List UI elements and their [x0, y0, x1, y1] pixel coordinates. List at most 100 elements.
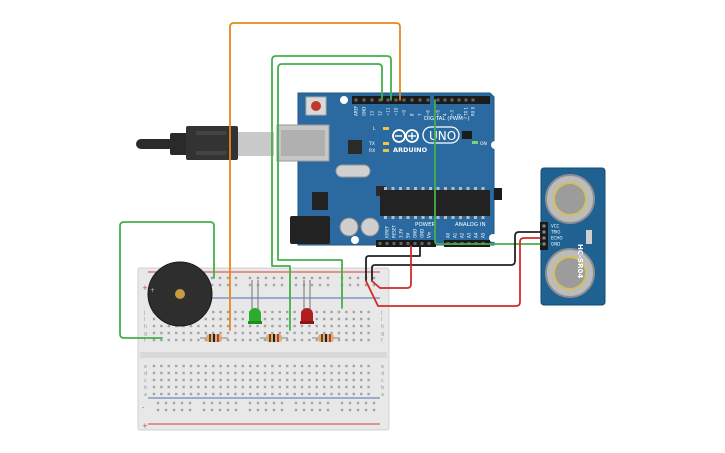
breadboard-hole[interactable] [175, 378, 178, 382]
breadboard-hole[interactable] [256, 378, 259, 382]
sensor-pin-header[interactable] [540, 222, 548, 250]
breadboard-hole[interactable] [152, 371, 156, 375]
breadboard-rail-hole[interactable] [210, 408, 214, 412]
breadboard-hole[interactable] [219, 385, 222, 389]
breadboard-hole[interactable] [286, 338, 289, 342]
breadboard-hole[interactable] [204, 317, 207, 321]
digital-pin[interactable] [426, 98, 430, 102]
power-jack[interactable] [290, 216, 330, 244]
breadboard-rail-hole[interactable] [272, 408, 276, 412]
breadboard-hole[interactable] [337, 385, 341, 389]
breadboard-hole[interactable] [315, 378, 318, 382]
breadboard-hole[interactable] [278, 392, 281, 396]
breadboard-hole[interactable] [352, 317, 355, 321]
breadboard-hole[interactable] [152, 331, 156, 335]
breadboard-hole[interactable] [226, 371, 230, 375]
breadboard-hole[interactable] [241, 338, 244, 342]
breadboard-hole[interactable] [182, 378, 185, 382]
breadboard-hole[interactable] [167, 338, 170, 342]
breadboard-hole[interactable] [271, 364, 274, 368]
breadboard-hole[interactable] [152, 392, 156, 396]
breadboard-hole[interactable] [323, 324, 326, 328]
breadboard-hole[interactable] [189, 392, 193, 396]
breadboard-hole[interactable] [167, 392, 170, 396]
power-pin[interactable] [427, 242, 431, 245]
breadboard-hole[interactable] [367, 378, 370, 382]
breadboard-hole[interactable] [249, 331, 252, 335]
resistor[interactable] [200, 334, 228, 342]
breadboard-rail-hole[interactable] [272, 283, 276, 287]
breadboard-hole[interactable] [189, 371, 193, 375]
digital-pin[interactable] [378, 98, 382, 102]
breadboard-hole[interactable] [367, 317, 370, 321]
power-pin[interactable] [392, 242, 396, 245]
breadboard-rail-hole[interactable] [180, 408, 184, 412]
breadboard-hole[interactable] [212, 331, 215, 335]
breadboard-hole[interactable] [152, 338, 156, 342]
breadboard-hole[interactable] [160, 331, 163, 335]
breadboard-hole[interactable] [167, 371, 170, 375]
breadboard-hole[interactable] [263, 364, 267, 368]
breadboard-hole[interactable] [256, 385, 259, 389]
breadboard-hole[interactable] [182, 371, 185, 375]
breadboard-hole[interactable] [189, 364, 193, 368]
breadboard-hole[interactable] [182, 331, 185, 335]
breadboard-hole[interactable] [204, 338, 207, 342]
breadboard-hole[interactable] [300, 324, 304, 328]
breadboard-hole[interactable] [226, 310, 230, 314]
breadboard-rail-hole[interactable] [172, 401, 176, 405]
breadboard-hole[interactable] [330, 364, 333, 368]
power-header[interactable] [376, 240, 436, 247]
breadboard-hole[interactable] [234, 310, 237, 314]
red-led[interactable] [300, 280, 314, 324]
breadboard-rail-hole[interactable] [294, 408, 298, 412]
breadboard-hole[interactable] [308, 371, 311, 375]
breadboard-rail-hole[interactable] [280, 401, 284, 405]
breadboard-rail-hole[interactable] [280, 276, 284, 280]
breadboard-hole[interactable] [241, 310, 244, 314]
breadboard-rail-hole[interactable] [264, 401, 268, 405]
breadboard-hole[interactable] [204, 331, 207, 335]
breadboard-hole[interactable] [323, 392, 326, 396]
wire-green[interactable] [271, 55, 392, 331]
breadboard-rail-hole[interactable] [280, 408, 284, 412]
breadboard-hole[interactable] [286, 392, 289, 396]
breadboard-hole[interactable] [345, 364, 348, 368]
breadboard-hole[interactable] [293, 310, 296, 314]
breadboard-hole[interactable] [345, 385, 348, 389]
breadboard-hole[interactable] [330, 385, 333, 389]
wires[interactable] [119, 22, 541, 339]
breadboard-hole[interactable] [234, 385, 237, 389]
breadboard-hole[interactable] [352, 371, 355, 375]
power-pin[interactable] [399, 242, 403, 245]
breadboard-rail-hole[interactable] [264, 276, 268, 280]
breadboard-hole[interactable] [293, 371, 296, 375]
breadboard-hole[interactable] [360, 324, 363, 328]
breadboard-hole[interactable] [323, 331, 326, 335]
breadboard-rail-hole[interactable] [188, 401, 192, 405]
breadboard-hole[interactable] [197, 385, 200, 389]
breadboard-hole[interactable] [337, 324, 341, 328]
breadboard-rail-hole[interactable] [326, 408, 330, 412]
breadboard-hole[interactable] [175, 371, 178, 375]
breadboard-hole[interactable] [315, 392, 318, 396]
breadboard-hole[interactable] [352, 378, 355, 382]
breadboard-hole[interactable] [315, 331, 318, 335]
breadboard-hole[interactable] [212, 392, 215, 396]
breadboard-rail-hole[interactable] [248, 283, 252, 287]
breadboard-hole[interactable] [226, 364, 230, 368]
wire-red[interactable] [371, 245, 412, 289]
breadboard-hole[interactable] [212, 364, 215, 368]
breadboard-hole[interactable] [337, 310, 341, 314]
wire-red[interactable] [365, 237, 541, 307]
breadboard-rail-hole[interactable] [226, 401, 230, 405]
breadboard-hole[interactable] [212, 385, 215, 389]
breadboard-hole[interactable] [204, 378, 207, 382]
breadboard-rail-hole[interactable] [326, 283, 330, 287]
breadboard-hole[interactable] [367, 331, 370, 335]
breadboard-hole[interactable] [345, 317, 348, 321]
breadboard-hole[interactable] [278, 324, 281, 328]
breadboard-hole[interactable] [167, 331, 170, 335]
